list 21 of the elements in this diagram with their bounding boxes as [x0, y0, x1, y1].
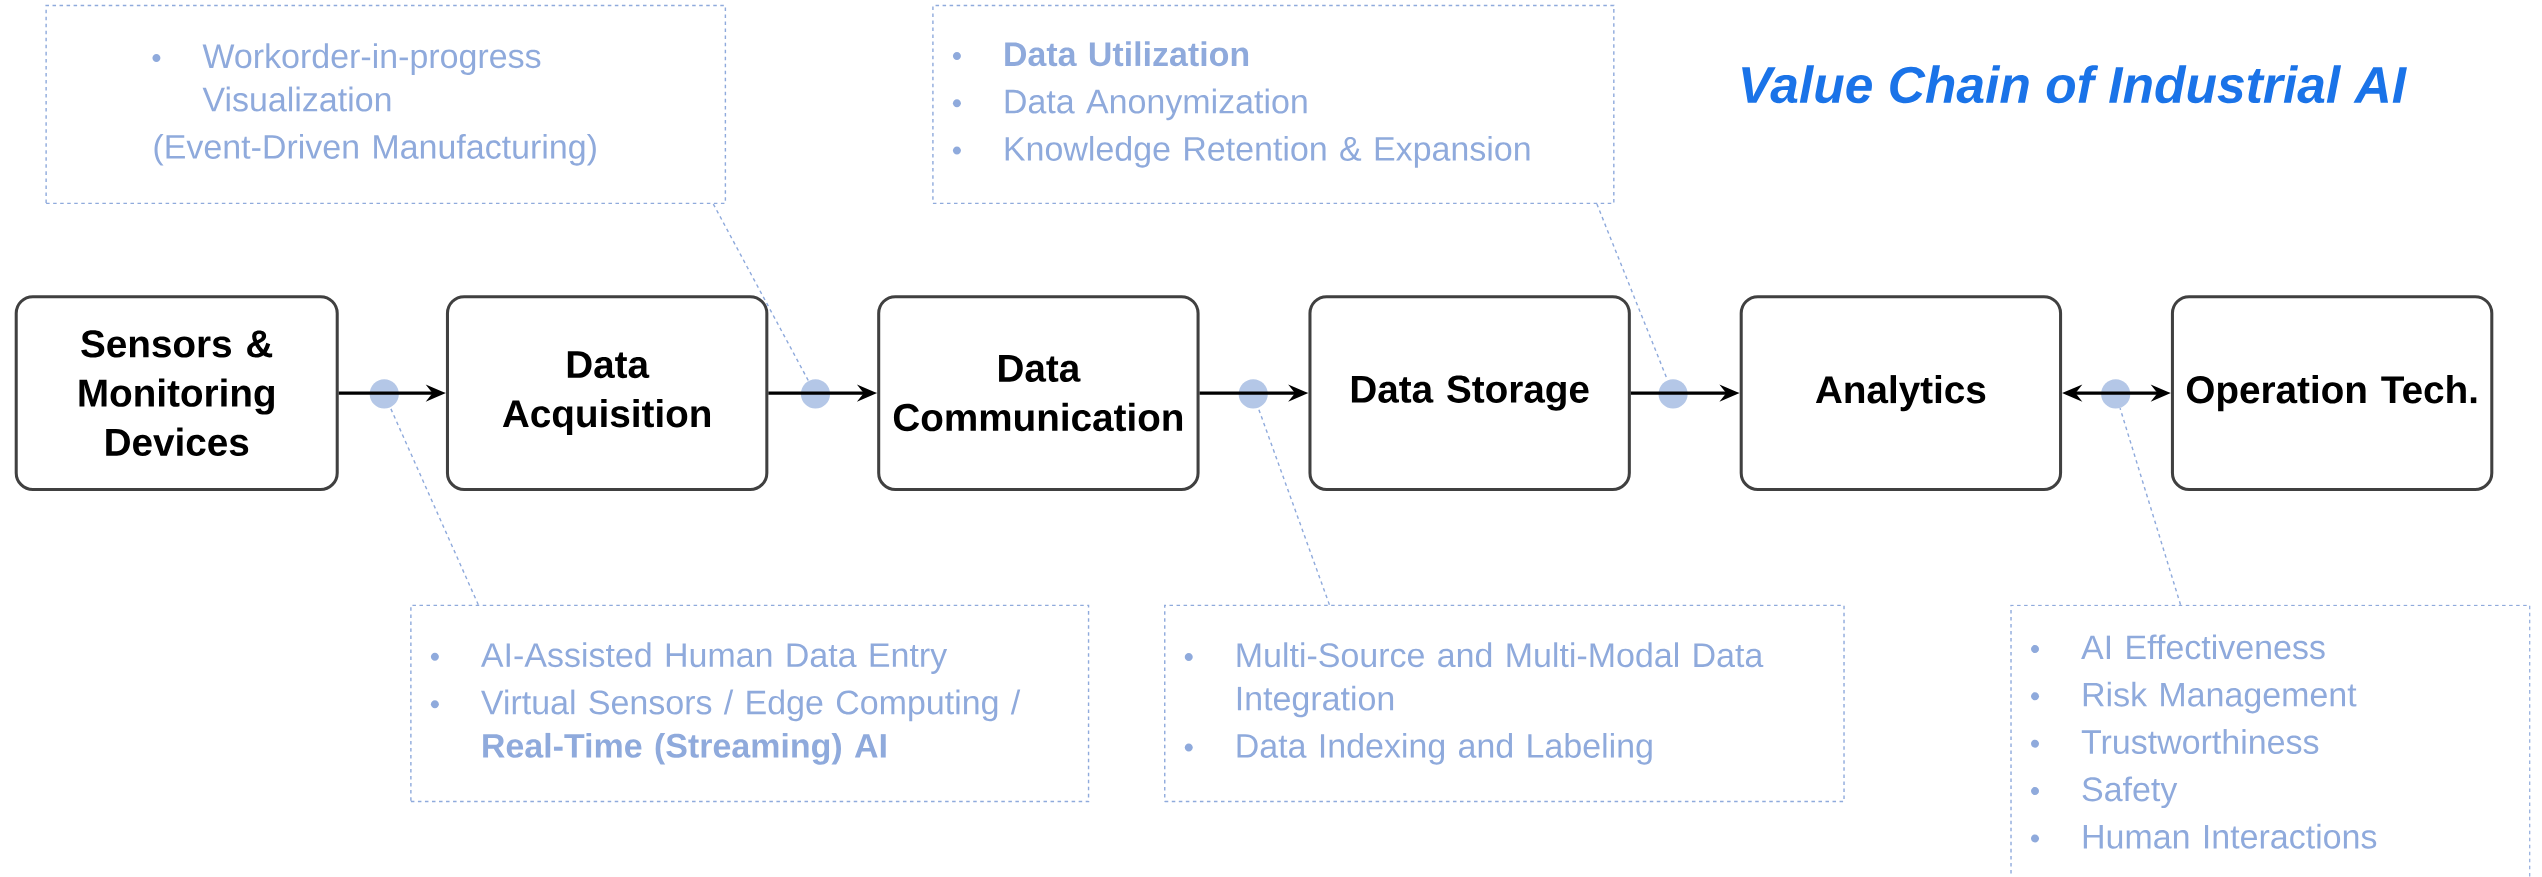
note-box: AI Effectiveness Risk Management Trustworthiness Safety Human Interactions — [2010, 604, 2531, 877]
leader-line — [1257, 407, 1331, 606]
leader-line — [389, 406, 479, 606]
note-box: Multi-Source and Multi-Modal Data Integration Data Indexing and Labeling — [1164, 604, 1845, 803]
junction-dot — [1658, 379, 1688, 409]
process-box: Operation Tech. — [2170, 295, 2494, 492]
process-box: Data Communication — [877, 295, 1200, 492]
junction-dot — [369, 379, 399, 409]
junction-dot — [800, 379, 831, 409]
process-box: Data Storage — [1308, 295, 1631, 492]
title: Value Chain of Industrial AI — [1742, 65, 2407, 104]
process-box: Sensors & Monitoring Devices — [14, 295, 339, 492]
note-box: AI-Assisted Human Data Entry Virtual Sensors / Edge Computing / Real-Time (Streaming) AI — [410, 604, 1090, 803]
leader-line — [712, 203, 810, 382]
junction-dot — [2101, 379, 2131, 409]
process-box: Analytics — [1739, 295, 2063, 492]
junction-dot — [1238, 379, 1268, 409]
note-box: Data Utilization Data Anonymization Knowledge Retention & Expansion — [932, 4, 1615, 205]
process-box: Data Acquisition — [445, 295, 769, 492]
note-box: Workorder-in-progress Visualization (Event-Driven Manufacturing) — [45, 4, 727, 205]
leader-line — [2119, 407, 2182, 606]
